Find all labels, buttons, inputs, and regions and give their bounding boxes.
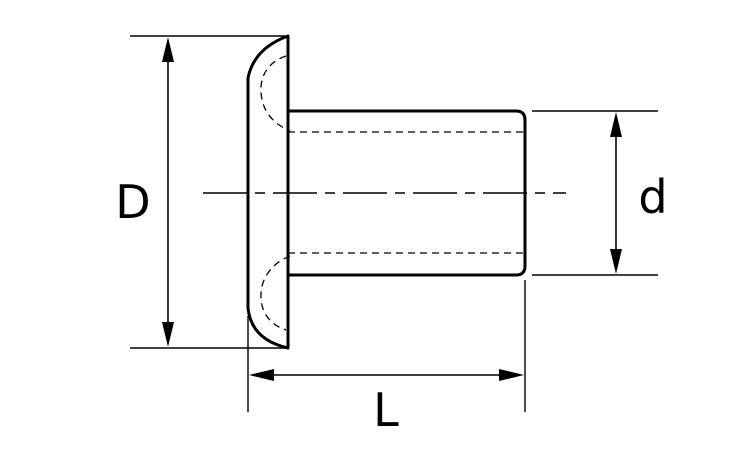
arrowhead-left-L <box>249 369 274 381</box>
label-D: D <box>115 175 150 229</box>
label-d: d <box>638 170 667 224</box>
flange-head-outline <box>246 34 290 350</box>
dimension-length: L <box>247 280 526 437</box>
eyelet-part <box>203 34 566 350</box>
dimension-shank-diameter: d <box>532 110 668 276</box>
arrowhead-right-L <box>499 369 524 381</box>
arrowhead-up-D <box>162 37 174 62</box>
arrowhead-down-d <box>610 249 622 274</box>
flange-curl-hidden-bottom <box>260 255 291 331</box>
flange-curl-hidden-top <box>260 55 291 132</box>
arrowhead-down-D <box>162 322 174 347</box>
label-L: L <box>373 383 399 437</box>
dimension-head-diameter: D <box>115 35 286 349</box>
arrowhead-up-d <box>610 112 622 137</box>
